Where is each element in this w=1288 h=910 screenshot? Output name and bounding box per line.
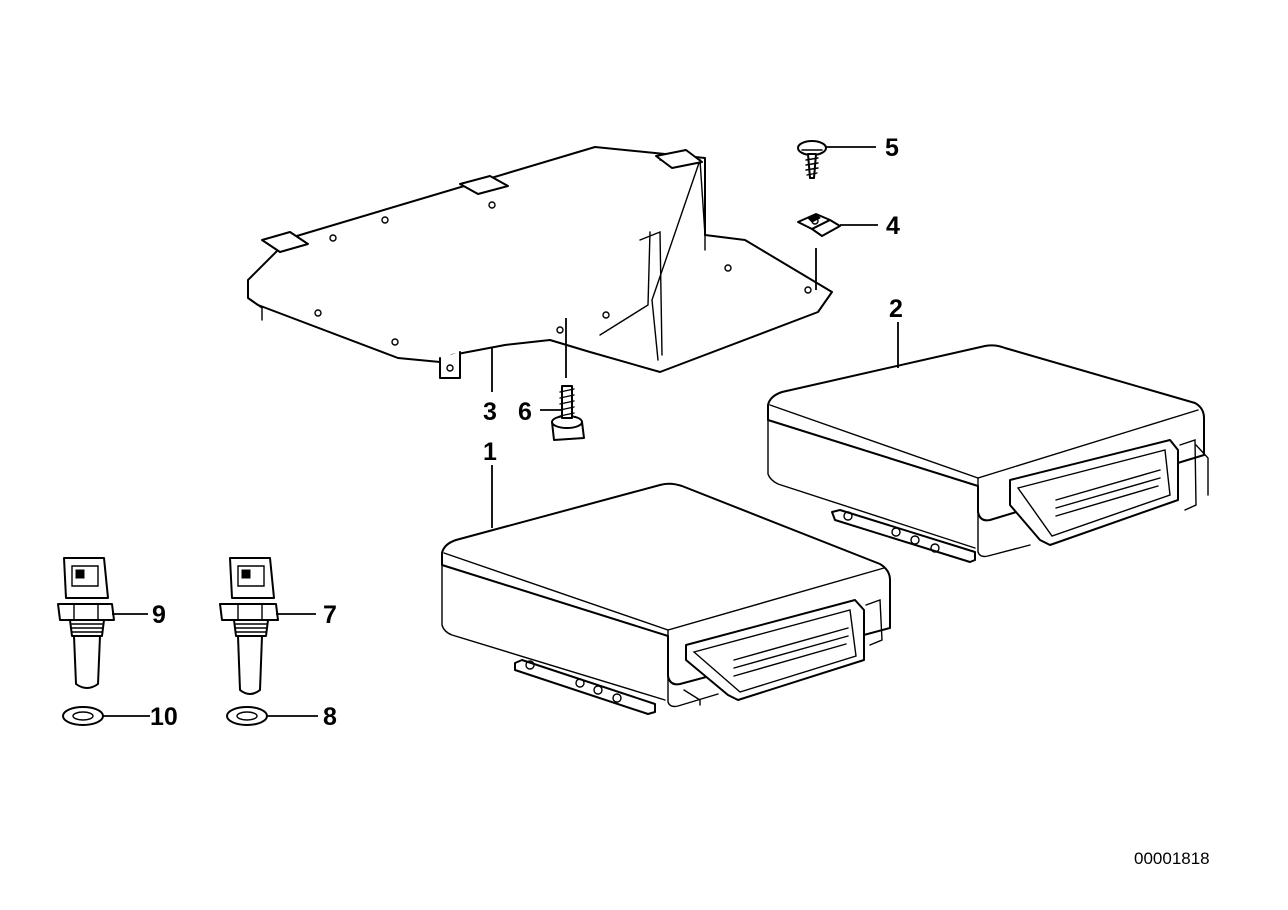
clip-nut-part-4 [797, 213, 841, 237]
callout-4: 4 [886, 212, 900, 240]
callout-6: 6 [518, 398, 532, 426]
sensor-part-7 [219, 557, 316, 695]
callout-9: 9 [152, 601, 166, 629]
callout-7: 7 [323, 601, 337, 629]
callout-3: 3 [483, 398, 497, 426]
callout-5: 5 [885, 134, 899, 162]
callout-10: 10 [150, 703, 178, 731]
washer-part-8 [226, 706, 318, 726]
screw-part-5 [797, 140, 827, 179]
mounting-bracket [247, 146, 833, 379]
control-unit-part-2 [767, 344, 1209, 563]
callout-1: 1 [483, 438, 497, 466]
leader-lines [491, 146, 899, 528]
screw-part-6 [551, 385, 585, 441]
callout-2: 2 [889, 295, 903, 323]
sensor-part-9 [57, 557, 148, 689]
control-unit-part-1 [441, 482, 891, 715]
callout-8: 8 [323, 703, 337, 731]
diagram-reference-number: 00001818 [1134, 849, 1210, 868]
washer-part-10 [62, 706, 150, 726]
